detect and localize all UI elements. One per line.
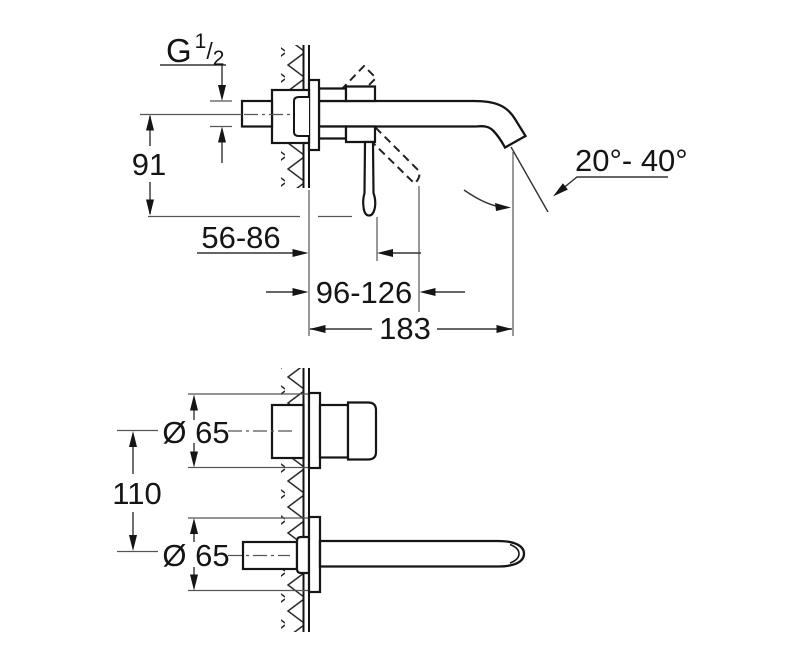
body-inner-step: [293, 96, 309, 137]
dimension-angle: 20°- 40°: [463, 143, 688, 213]
extension-lines-side: [140, 100, 514, 336]
dim-183-arrow-right: [496, 325, 513, 333]
wall-flange: [307, 78, 321, 152]
dim-183-label: 183: [379, 311, 431, 346]
dim-angle-label: 20°- 40°: [575, 143, 688, 178]
dim-91-arrow-up: [146, 114, 154, 131]
spout-outline: [317, 99, 528, 150]
extension-lines-front: [117, 393, 308, 592]
dia-top-arrow-down: [190, 451, 198, 468]
thread-numerator: 1: [195, 30, 207, 53]
dim-96-126-label: 96-126: [316, 275, 413, 310]
handle-knob: [346, 401, 378, 461]
thread-arrow-down: [218, 85, 226, 101]
thread-leader-lines: [160, 64, 226, 163]
handle-escutcheon: [307, 391, 322, 470]
handle-stem: [318, 403, 350, 459]
angle-reference-line: [510, 146, 549, 213]
angle-leader-arrowhead: [553, 183, 568, 197]
lever-alt-down-dashed: [369, 125, 421, 185]
thread-arrow-up: [218, 126, 226, 143]
dia-bottom-arrow-down: [190, 574, 198, 591]
dimension-91: 91: [132, 114, 166, 216]
dim-96-126-arrow-left: [419, 288, 436, 296]
dia-top-arrow-up: [190, 394, 198, 411]
dia-bottom-arrow-up: [190, 518, 198, 534]
dimension-spout-diameter: Ø 65: [162, 518, 230, 591]
thread-prefix: G: [166, 32, 192, 69]
spout-collar: [295, 535, 311, 575]
angle-arc-arrowhead: [495, 203, 511, 211]
dim-91-arrow-down: [146, 199, 154, 216]
centerlines-front: [228, 430, 296, 557]
dim-183-arrow-left: [309, 325, 326, 333]
dimension-110: 110: [112, 431, 162, 551]
dim-56-86-arrow-left: [377, 249, 393, 257]
dimension-56-86: 56-86: [197, 220, 421, 257]
dimension-96-126: 96-126: [266, 275, 465, 310]
dim-96-126-arrow-right: [292, 288, 309, 296]
dim-56-86-arrow-right: [292, 249, 309, 257]
dim-110-arrow-down: [129, 535, 137, 551]
thread-denominator: 2: [213, 47, 225, 70]
spout-tip-inner-arc: [509, 543, 520, 564]
lever-handle: [362, 140, 377, 217]
angle-leader-line: [555, 176, 668, 195]
dim-110-label: 110: [112, 476, 161, 511]
dim-91-label: 91: [132, 147, 166, 182]
dimension-handle-diameter: Ø 65: [162, 394, 230, 468]
dimension-183: 183: [309, 311, 513, 346]
front-view: Ø 65 Ø 65 110: [112, 368, 526, 632]
dim-spout-diameter-label: Ø 65: [162, 538, 229, 573]
dim-110-arrow-up: [129, 431, 137, 447]
dim-handle-diameter-label: Ø 65: [162, 415, 229, 450]
lever-ring: [344, 85, 377, 144]
thread-slash: /: [206, 38, 213, 64]
spout-escutcheon: [307, 515, 322, 594]
dim-56-86-label: 56-86: [201, 220, 280, 255]
supply-nipple: [240, 99, 274, 128]
spout-tube-front: [318, 539, 526, 568]
